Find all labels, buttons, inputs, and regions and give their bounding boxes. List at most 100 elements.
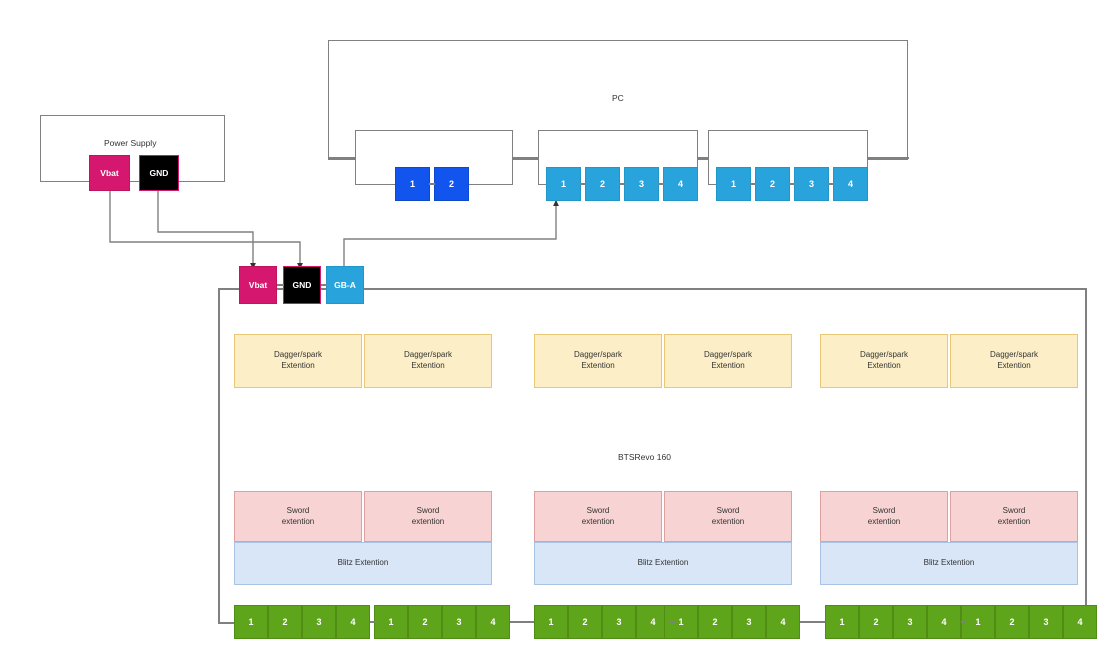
sword-card[interactable]: Sword extention [820,491,948,542]
sword-line-2: extention [281,516,315,526]
pc-rack-middle-port-3[interactable]: 3 [624,167,659,201]
green-port[interactable]: 1 [534,605,568,639]
pc-port-link [789,183,795,185]
green-port[interactable]: 3 [442,605,476,639]
bts-enclosure-left-foot [218,622,240,624]
bts-enclosure-right [1085,288,1087,623]
sword-line-1: Sword [1002,505,1026,515]
bts-enclosure-left [218,288,220,623]
pc-port-link [429,183,435,185]
pc-rack-right-port-3[interactable]: 3 [794,167,829,201]
green-bank-link [510,621,534,623]
dagger-line-2: Extention [281,361,315,370]
green-bank-link [370,621,375,623]
wire-gnd [157,190,256,270]
green-port[interactable]: 1 [961,605,995,639]
dagger-line-1: Dagger/spark [859,350,909,360]
pc-rack-right-port-4[interactable]: 4 [833,167,868,201]
sword-line-2: extention [997,516,1031,526]
blitz-card[interactable]: Blitz Extention [234,542,492,585]
dagger-line-1: Dagger/spark [403,350,453,360]
dagger-card[interactable]: Dagger/spark Extention [820,334,948,388]
pc-rack-middle-port-2[interactable]: 2 [585,167,620,201]
green-port[interactable]: 4 [1063,605,1097,639]
green-port[interactable]: 3 [302,605,336,639]
green-bank-link [670,621,675,623]
wire-vbat [109,190,303,270]
sword-card[interactable]: Sword extention [664,491,792,542]
sword-line-1: Sword [286,505,310,515]
green-port[interactable]: 1 [374,605,408,639]
blitz-card[interactable]: Blitz Extention [820,542,1078,585]
dagger-line-2: Extention [867,361,901,370]
pc-rack-right-port-2[interactable]: 2 [755,167,790,201]
green-port[interactable]: 2 [268,605,302,639]
green-port[interactable]: 4 [476,605,510,639]
pc-rack-left-port-1[interactable]: 1 [395,167,430,201]
pc-rack-middle-port-1[interactable]: 1 [546,167,581,201]
sword-card[interactable]: Sword extention [534,491,662,542]
sword-card[interactable]: Sword extention [364,491,492,542]
green-bank-link [961,621,966,623]
green-port[interactable]: 2 [568,605,602,639]
green-port[interactable]: 1 [825,605,859,639]
sword-line-2: extention [411,516,445,526]
dagger-card[interactable]: Dagger/spark Extention [364,334,492,388]
green-port[interactable]: 3 [732,605,766,639]
pc-rail-right [867,157,909,159]
link-gnd-gba [321,284,327,286]
green-port[interactable]: 1 [664,605,698,639]
power-supply-box [40,115,225,182]
green-port[interactable]: 2 [859,605,893,639]
bts-label: BTSRevo 160 [618,452,671,462]
sword-line-1: Sword [416,505,440,515]
pc-rail-mid-2 [697,157,709,159]
power-supply-label: Power Supply [104,138,157,148]
sword-line-2: extention [711,516,745,526]
pc-rack-middle-port-4[interactable]: 4 [663,167,698,201]
pc-rack-right-port-1[interactable]: 1 [716,167,751,201]
dagger-card[interactable]: Dagger/spark Extention [664,334,792,388]
dagger-line-1: Dagger/spark [703,350,753,360]
pc-port-link [828,183,834,185]
power-supply-gnd-terminal[interactable]: GND [139,155,179,191]
green-port[interactable]: 2 [995,605,1029,639]
sword-line-2: extention [581,516,615,526]
green-port[interactable]: 4 [927,605,961,639]
pc-port-link [658,183,664,185]
sword-line-1: Sword [872,505,896,515]
sword-line-1: Sword [716,505,740,515]
green-port[interactable]: 4 [766,605,800,639]
green-port[interactable]: 2 [698,605,732,639]
pc-port-link [580,183,586,185]
green-port[interactable]: 2 [408,605,442,639]
green-port[interactable]: 1 [234,605,268,639]
green-port[interactable]: 3 [602,605,636,639]
dagger-card[interactable]: Dagger/spark Extention [534,334,662,388]
sword-line-1: Sword [586,505,610,515]
bts-enclosure-top [218,288,1086,290]
power-supply-vbat-terminal[interactable]: Vbat [89,155,130,191]
dagger-line-1: Dagger/spark [573,350,623,360]
pc-rack-left-port-2[interactable]: 2 [434,167,469,201]
green-port[interactable]: 3 [1029,605,1063,639]
green-port[interactable]: 3 [893,605,927,639]
green-bank-link [800,621,825,623]
bts-gnd-connector[interactable]: GND [283,266,321,304]
dagger-card[interactable]: Dagger/spark Extention [234,334,362,388]
dagger-line-2: Extention [711,361,745,370]
sword-line-2: extention [867,516,901,526]
bts-gba-connector[interactable]: GB-A [326,266,364,304]
wire-gba-to-pc [343,199,559,272]
sword-card[interactable]: Sword extention [234,491,362,542]
blitz-card[interactable]: Blitz Extention [534,542,792,585]
pc-port-link [750,183,756,185]
bts-vbat-connector[interactable]: Vbat [239,266,277,304]
sword-card[interactable]: Sword extention [950,491,1078,542]
pc-rail-mid-1 [512,157,539,159]
pc-label: PC [612,93,624,103]
dagger-line-2: Extention [997,361,1031,370]
dagger-card[interactable]: Dagger/spark Extention [950,334,1078,388]
link-vbat-gnd [277,284,284,286]
green-port[interactable]: 4 [336,605,370,639]
